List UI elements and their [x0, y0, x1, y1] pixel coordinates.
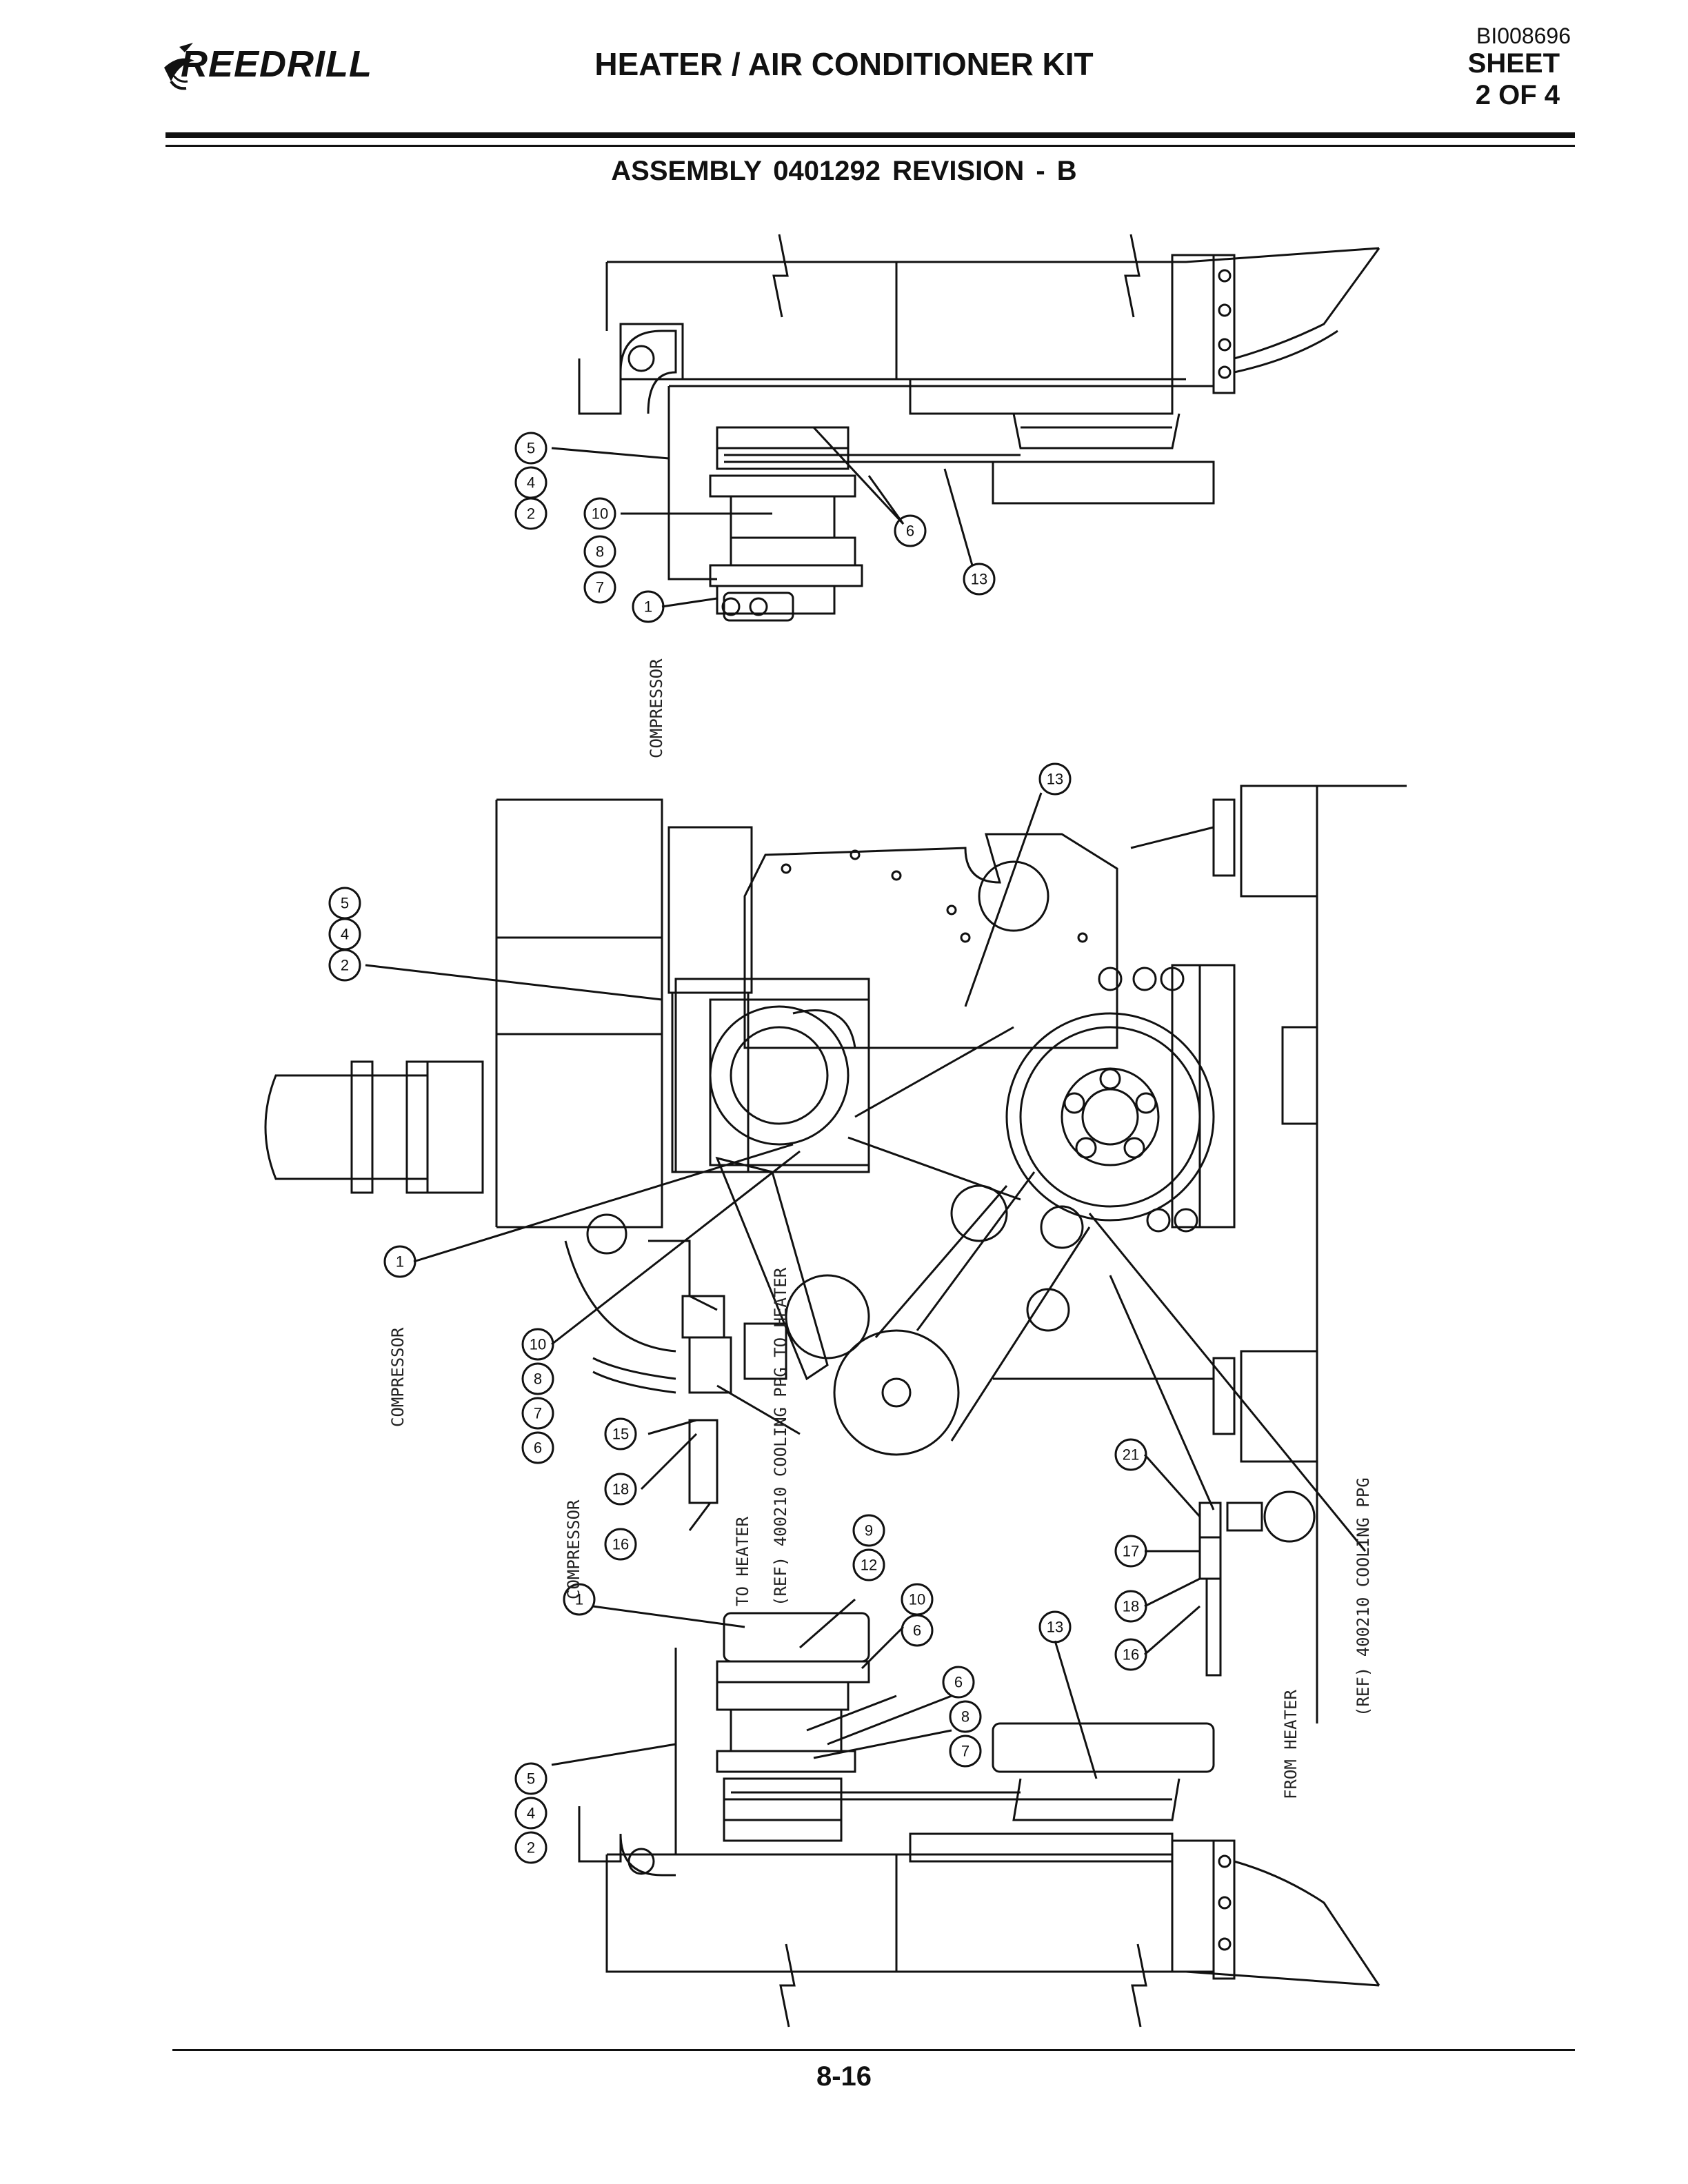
- bottom-view-callouts: [514, 1514, 1072, 1864]
- callout-5c: 5: [527, 1770, 535, 1788]
- callout-13c: 13: [1047, 1619, 1063, 1636]
- callout-17: 17: [1123, 1543, 1139, 1560]
- callout-15: 15: [612, 1426, 629, 1443]
- callout-1b: 1: [396, 1253, 404, 1271]
- logo-wordmark: REEDRILL: [181, 43, 372, 85]
- callout-8: 8: [596, 543, 604, 560]
- callout-5b: 5: [341, 895, 349, 912]
- callout-13: 13: [971, 571, 987, 588]
- callout-10c: 10: [909, 1591, 925, 1608]
- callout-4b: 4: [341, 926, 349, 943]
- callout-2c: 2: [527, 1839, 535, 1857]
- to-heater-label: TO HEATER: [733, 1516, 752, 1606]
- callout-4c: 4: [527, 1805, 535, 1822]
- middle-view: [264, 785, 1407, 1723]
- callout-6: 6: [906, 523, 914, 540]
- assembly-revision: ASSEMBLY 0401292 REVISION - B: [611, 156, 1077, 186]
- callout-16: 16: [612, 1536, 629, 1553]
- callout-1: 1: [644, 598, 652, 616]
- compressor-label-top: COMPRESSOR: [647, 658, 666, 758]
- callout-2: 2: [527, 505, 535, 523]
- callout-4: 4: [527, 474, 535, 492]
- compressor-label-bottom: COMPRESSOR: [564, 1499, 583, 1599]
- callout-5: 5: [527, 440, 535, 457]
- compressor-label-middle: COMPRESSOR: [388, 1327, 408, 1427]
- top-view: [551, 234, 1380, 622]
- callout-10b: 10: [530, 1336, 546, 1353]
- callout-9: 9: [865, 1522, 873, 1539]
- footer-rule: [172, 2049, 1575, 2051]
- callout-7b: 7: [534, 1405, 542, 1422]
- middle-view-callouts: [328, 762, 1147, 1671]
- callout-8c: 8: [961, 1708, 969, 1726]
- header-rule: [165, 132, 1575, 138]
- reedrill-logo-icon: [164, 43, 194, 90]
- callout-7: 7: [596, 579, 604, 596]
- callout-18: 18: [612, 1481, 629, 1498]
- bottom-view: [551, 1598, 1380, 2028]
- callout-2b: 2: [341, 957, 349, 974]
- callout-10: 10: [592, 505, 608, 523]
- ref-cooling-label: (REF) 400210 COOLING PPG: [1354, 1477, 1373, 1717]
- ref-to-heater-label: (REF) 400210 COOLING PPG TO HEATER: [771, 1267, 790, 1606]
- sheet-number: 2 OF 4: [1475, 80, 1560, 110]
- callout-6b: 6: [534, 1439, 542, 1457]
- document-id: BI008696: [1476, 23, 1571, 48]
- page-title: HEATER / AIR CONDITIONER KIT: [594, 46, 1094, 82]
- callout-numbers: 5 4 2 10 8 7 1 6 13 13 5 4 2 1 10 8 7 6 …: [341, 440, 1139, 1857]
- from-heater-label: FROM HEATER: [1281, 1690, 1300, 1799]
- page-number: 8-16: [816, 2061, 872, 2092]
- callout-21: 21: [1123, 1446, 1139, 1464]
- callout-8b: 8: [534, 1371, 542, 1388]
- sheet-label: SHEET: [1467, 48, 1560, 79]
- callout-16b: 16: [1123, 1646, 1139, 1664]
- callout-7c: 7: [961, 1743, 969, 1760]
- callout-12: 12: [861, 1557, 877, 1574]
- callout-1c: 1: [575, 1591, 583, 1608]
- callout-6d: 6: [954, 1674, 963, 1691]
- rotated-labels: COMPRESSOR COMPRESSOR COMPRESSOR TO HEAT…: [388, 658, 1373, 1799]
- callout-18b: 18: [1123, 1598, 1139, 1615]
- callout-6c: 6: [913, 1622, 921, 1639]
- header-rule-thin: [165, 145, 1575, 147]
- callout-13b: 13: [1047, 771, 1063, 788]
- top-view-callouts: [514, 432, 996, 623]
